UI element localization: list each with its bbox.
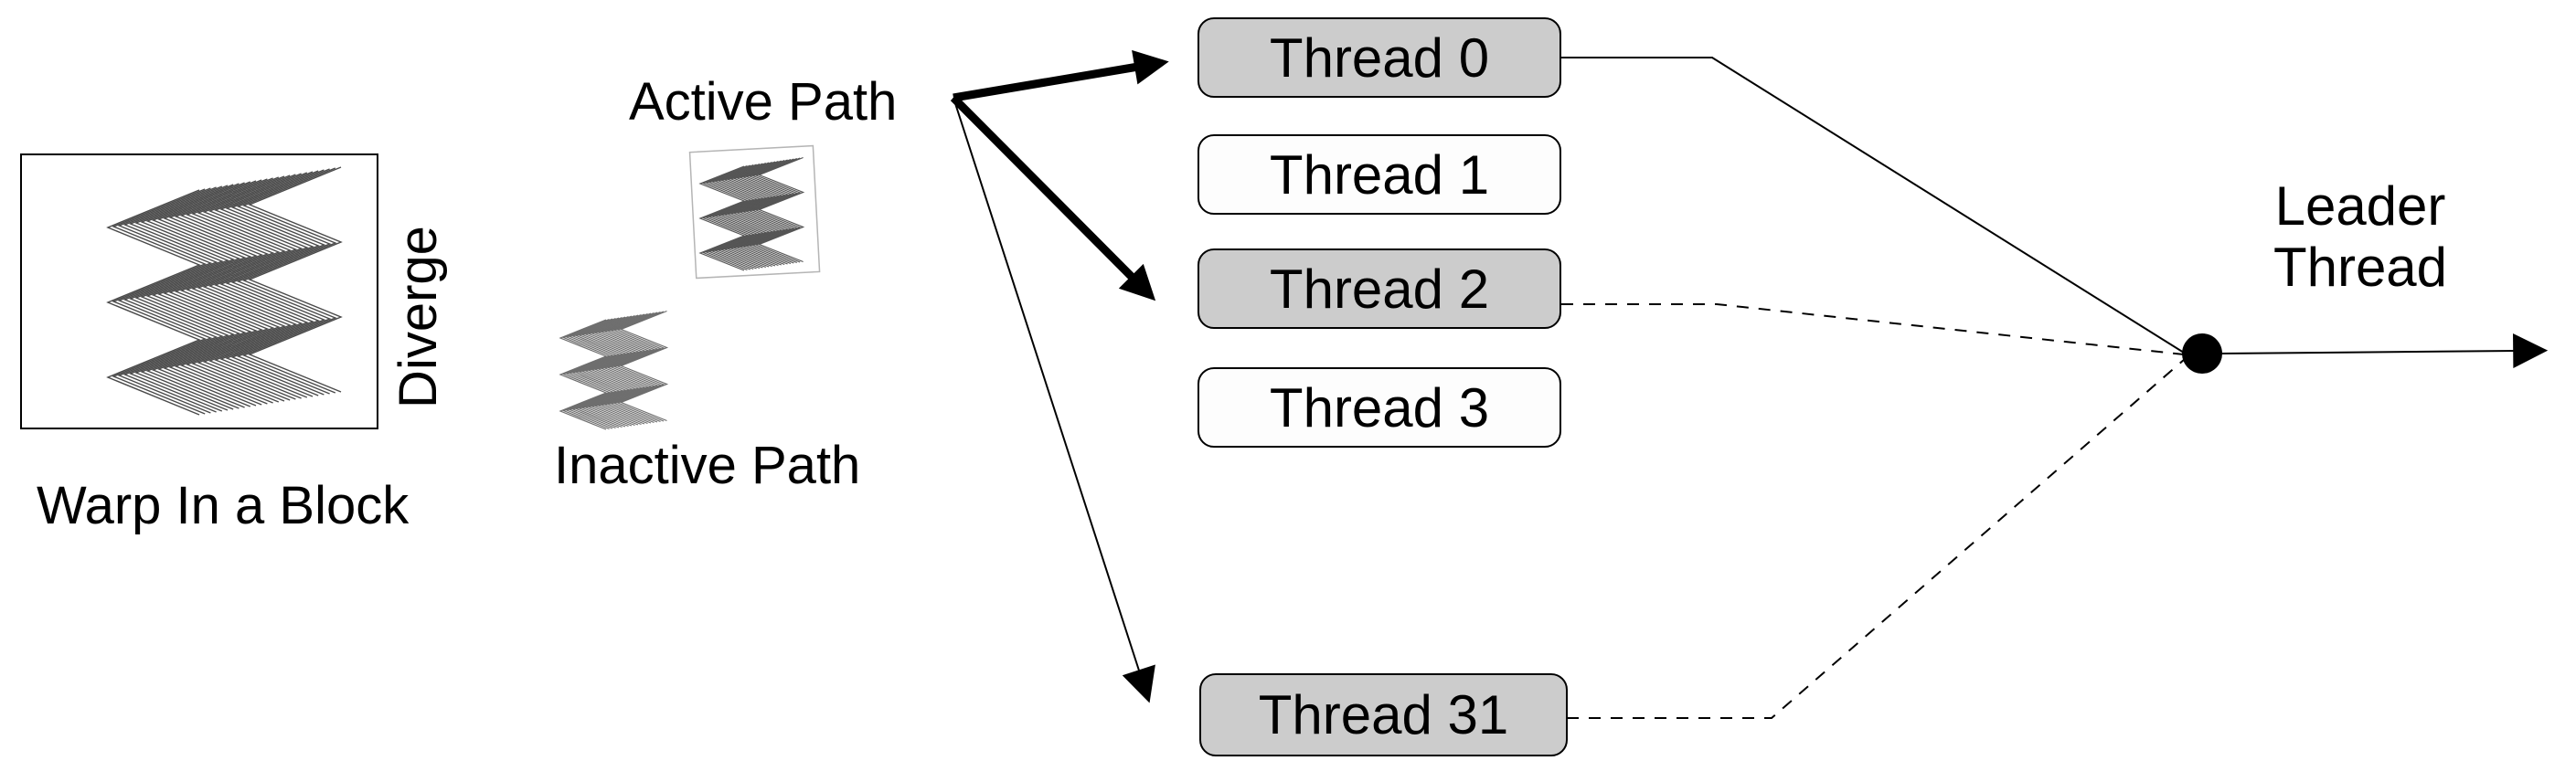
arrow-to-thread2	[950, 94, 1156, 301]
thread-2-label: Thread 2	[1269, 258, 1490, 320]
arrow-to-thread0	[953, 49, 1169, 102]
active-path-box	[688, 144, 821, 280]
thread-31-box: Thread 31	[1199, 673, 1568, 756]
leader-output-arrow	[2219, 333, 2549, 369]
active-path-zigzag	[698, 156, 805, 271]
thread2-to-leader-dashed-line	[1561, 303, 2185, 355]
thread0-to-leader-line	[1561, 57, 2185, 354]
leader-label-line2: Thread	[2273, 237, 2448, 298]
leader-label-line1: Leader	[2274, 175, 2446, 237]
warp-zigzag-pattern	[106, 166, 343, 416]
thread-31-label: Thread 31	[1258, 684, 1509, 745]
arrow-to-thread31	[953, 97, 1155, 703]
inactive-path-zigzag	[559, 310, 669, 430]
thread-3-label: Thread 3	[1269, 376, 1490, 439]
active-path-label: Active Path	[629, 72, 898, 132]
diverge-label: Diverge	[389, 226, 448, 408]
thread-3-box: Thread 3	[1198, 367, 1561, 448]
inactive-path-label: Inactive Path	[554, 436, 861, 495]
thread-1-box: Thread 1	[1198, 134, 1561, 215]
leader-convergence-dot	[2182, 333, 2222, 374]
thread-0-label: Thread 0	[1269, 26, 1490, 89]
thread-1-label: Thread 1	[1269, 143, 1490, 206]
thread31-to-leader-dashed-line	[1567, 358, 2186, 719]
thread-2-box: Thread 2	[1198, 248, 1561, 329]
warp-block-label: Warp In a Block	[37, 476, 410, 535]
thread-0-box: Thread 0	[1198, 17, 1561, 98]
leader-thread-label: Leader Thread	[2223, 175, 2497, 298]
